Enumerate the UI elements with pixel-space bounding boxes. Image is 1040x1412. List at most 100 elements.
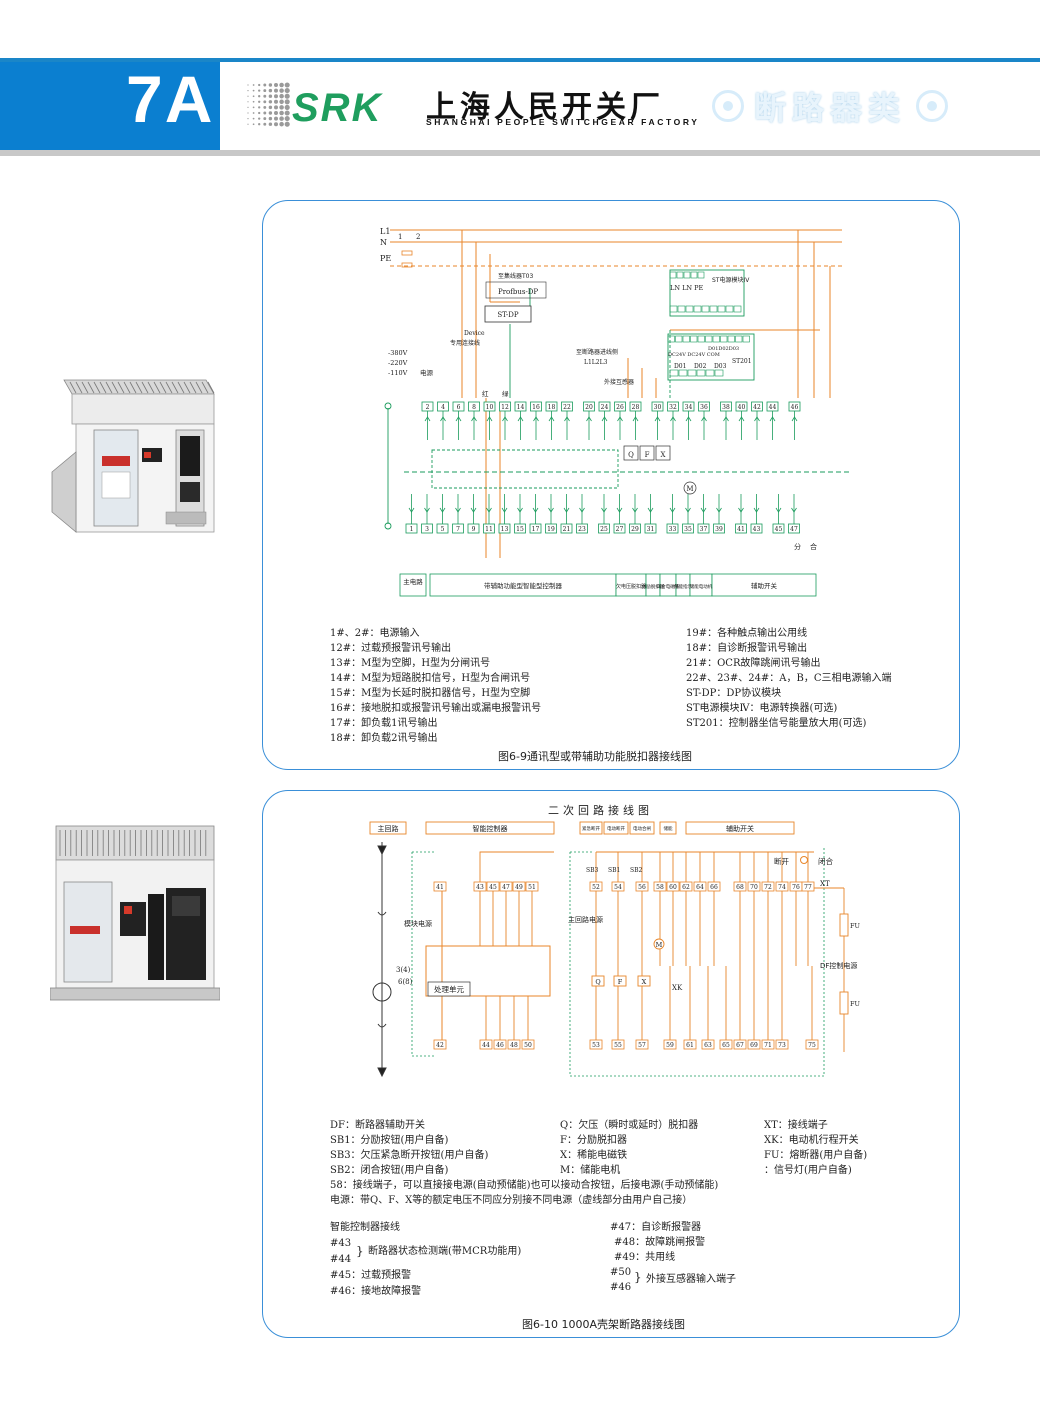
f-label: F [618, 978, 623, 986]
breaker-photo-2 [49, 822, 221, 1004]
to-breaker-label: 至断路器进线侧 [576, 348, 618, 356]
xk-label: XK [672, 984, 683, 992]
ctrl-state-detect: 断路器状态检测端(带MCR功能用) [368, 1246, 522, 1257]
controller-wiring-title: 智能控制器接线 [330, 1222, 400, 1233]
main-power-label: 主回路电源 [568, 915, 603, 924]
closing-label: 储能 [664, 825, 673, 832]
shunt-label: 分励脱扣器 [642, 583, 665, 590]
terminal-number: 47 [790, 526, 798, 533]
terminal-number: 25 [600, 526, 608, 533]
terminal-number: 1 [410, 526, 414, 533]
ctrl-46: #46：接地故障报警 [330, 1286, 422, 1297]
to-bus-label: 至集线器T03 [498, 272, 533, 280]
q-label: Q [595, 978, 600, 986]
section-tab [0, 62, 220, 150]
terminal-number: 14 [517, 404, 525, 411]
terminal-number: 51 [528, 884, 536, 891]
ct68-label: 6(8) [398, 978, 413, 986]
terminal-number: 23 [578, 526, 586, 533]
bullet-icon [916, 90, 949, 122]
x-label: X [642, 978, 647, 986]
terminal-number: 62 [682, 884, 690, 891]
st201-label: ST201 [732, 358, 752, 365]
terminal-number: 59 [666, 1042, 674, 1049]
q-label: Q [628, 451, 634, 459]
df-power-label: DF控制电源 [820, 961, 857, 970]
terminal-number: 18 [548, 404, 556, 411]
terminal-number: 68 [736, 884, 744, 891]
terminal-number: 45 [775, 526, 783, 533]
terminal-number: 27 [616, 526, 624, 533]
brace-icon: } [356, 1244, 364, 1258]
legend-item: Q：欠压（瞬时或延时）脱扣器 [560, 1120, 699, 1131]
terminal-number: 29 [631, 526, 639, 533]
figure2-caption: 图6-10 1000A壳架断路器接线图 [522, 1318, 685, 1331]
open-label: 断开 [774, 856, 789, 866]
v220-label: -220V [388, 359, 408, 367]
figure2-title: 二次回路接线图 [548, 804, 653, 817]
terminal-number: 41 [737, 526, 745, 533]
legend-item: 17#：卸负载1讯号输出 [330, 718, 438, 729]
terminal-number: 20 [585, 404, 593, 411]
category-label: 断路器类 [754, 89, 907, 127]
legend-item: 22#、23#、24#：A，B，C三相电源输入端 [686, 673, 892, 684]
terminal-number: 5 [441, 526, 445, 533]
category-badge: 断路器类 [712, 76, 1038, 136]
terminal-number: 13 [501, 526, 509, 533]
fu1-label: FU [850, 922, 861, 930]
d03-label: D03 [714, 363, 727, 370]
terminal-number: 3 [425, 526, 429, 533]
legend-item: 58：接线端子，可以直接接电源(自动预储能)也可以接动合按钮，后接电源(手动预储… [330, 1180, 719, 1191]
ctrl-46b: #46 [610, 1282, 632, 1293]
wiring-diagram-6-10: 主回路 智能控制器 紧急断开 电动断开 电动合闸 储能 辅助开关 3(4) 6(… [369, 821, 861, 1078]
l1-label: L1 [380, 227, 390, 236]
terminal-number: 77 [804, 884, 812, 891]
lnpe-label: LN LN PE [670, 284, 704, 292]
legend-item: M：储能电机 [560, 1165, 621, 1176]
terminal-number: 41 [436, 884, 444, 891]
terminal-number: 40 [738, 404, 746, 411]
terminal-number: 71 [764, 1042, 772, 1049]
terminal-number: 2 [426, 404, 430, 411]
terminal-number: 9 [472, 526, 476, 533]
legend-item: SB1：分励按钮(用户自备) [330, 1135, 449, 1146]
terminal-number: 28 [632, 404, 640, 411]
legend-item: 16#：接地脱扣或报警讯号输出或漏电报警讯号 [330, 703, 542, 714]
logo-dots-icon [247, 82, 290, 127]
v110-label: -110V [388, 369, 408, 377]
header-bottom-rule [0, 150, 1040, 156]
legend-item: ST-DP：DP协议模块 [686, 688, 782, 699]
fu2-label: FU [850, 1000, 861, 1008]
n-label: N [380, 238, 387, 247]
terminal-number: 43 [753, 526, 761, 533]
terminal-number: 8 [472, 404, 476, 411]
legend-item: FU：熔断器(用户自备) [764, 1150, 868, 1161]
wiring-diagram-6-9: ST-DP Profbus-DP 至集线器T03 Device 专用连接线 L1… [380, 227, 850, 597]
wiring-panel-communication [262, 200, 960, 770]
d01-label: D01 [674, 363, 686, 370]
l1l2l3-label: L1L2L3 [584, 359, 608, 366]
terminal-number: 38 [722, 404, 730, 411]
terminal-2-label: 2 [416, 233, 420, 241]
ctrl-43: #43 [330, 1238, 352, 1249]
terminal-number: 19 [547, 526, 555, 533]
terminal-number: 64 [696, 884, 704, 891]
terminal-number: 46 [791, 404, 799, 411]
terminal-number: 17 [532, 526, 540, 533]
undervoltage-label: 欠电压脱扣器 [616, 583, 646, 590]
emergency-label: 紧急断开 [582, 825, 600, 832]
terminal-number: 61 [686, 1042, 694, 1049]
terminal-number: 32 [669, 404, 677, 411]
legend-item: 21#：OCR故障跳闸讯号输出 [686, 658, 821, 669]
legend-item: 14#：M型为短路脱扣信号，H型为合闸讯号 [330, 673, 531, 684]
header-top-rule [0, 58, 1040, 62]
terminal-number: 42 [436, 1042, 444, 1049]
legend-item: 19#：各种触点输出公用线 [686, 628, 808, 639]
terminal-number: 33 [669, 526, 677, 533]
dc24-label: DC24V DC24V COM [668, 352, 720, 358]
terminal-number: 63 [704, 1042, 712, 1049]
position-label: 储能指示 [674, 583, 692, 590]
legend-item: 15#：M型为长延时脱扣器信号，H型为空脚 [330, 688, 531, 699]
